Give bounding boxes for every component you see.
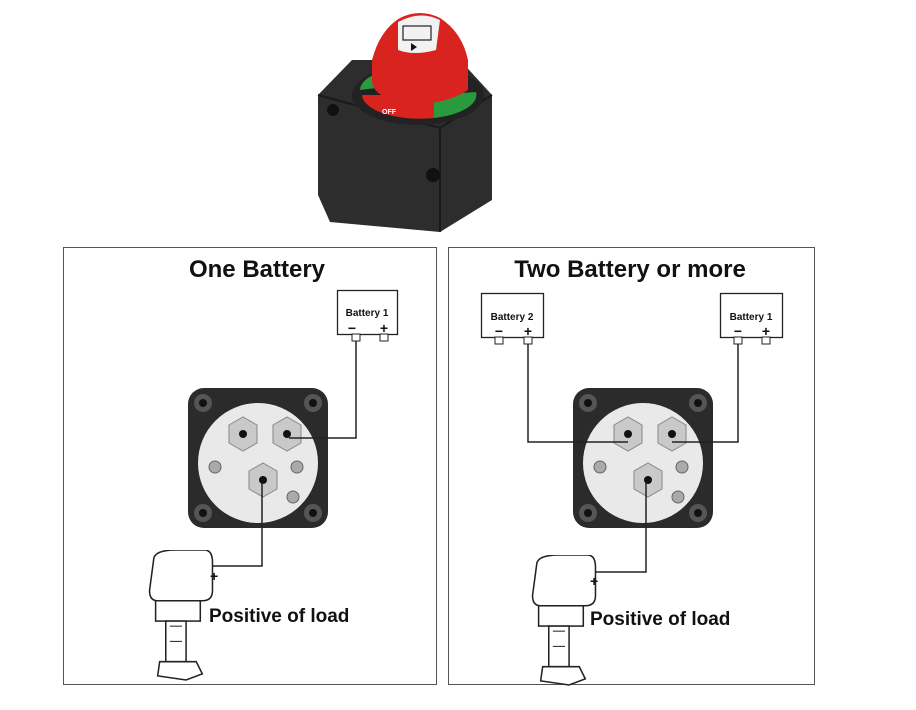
wire-battery1 <box>289 341 357 439</box>
wire-load <box>586 482 647 573</box>
load-label: Positive of load <box>209 606 349 627</box>
off-label: OFF <box>382 109 397 116</box>
switch-terminal-view <box>572 387 714 529</box>
battery-2-box: Battery 2 − + <box>480 292 545 345</box>
panel-title: Two Battery or more <box>514 256 746 283</box>
negative-sign: − <box>495 323 503 339</box>
panel-two-battery: Two Battery or more Battery 2 − + Batter… <box>448 247 815 686</box>
positive-sign: + <box>762 323 770 339</box>
panel-one-battery: One Battery Battery 1 − + + Positive of … <box>63 247 437 685</box>
wire-load <box>204 482 263 567</box>
load-positive-sign: + <box>210 568 218 584</box>
positive-sign: + <box>524 323 532 339</box>
load-label: Positive of load <box>590 609 730 630</box>
battery-label: Battery 2 <box>491 312 534 323</box>
negative-sign: − <box>734 323 742 339</box>
switch-terminal-view <box>187 387 329 529</box>
battery-1-box: Battery 1 − + <box>719 292 784 345</box>
battery-label: Battery 1 <box>730 312 773 323</box>
battery-switch-product-image: OFF <box>317 13 493 232</box>
positive-sign: + <box>380 320 388 336</box>
battery-label: Battery 1 <box>346 308 389 319</box>
wire-battery2 <box>527 344 628 443</box>
battery-1-box: Battery 1 − + <box>336 289 399 342</box>
load-positive-sign: + <box>590 573 598 589</box>
wire-battery1 <box>672 344 739 443</box>
negative-sign: − <box>348 320 356 336</box>
panel-title: One Battery <box>189 256 326 283</box>
